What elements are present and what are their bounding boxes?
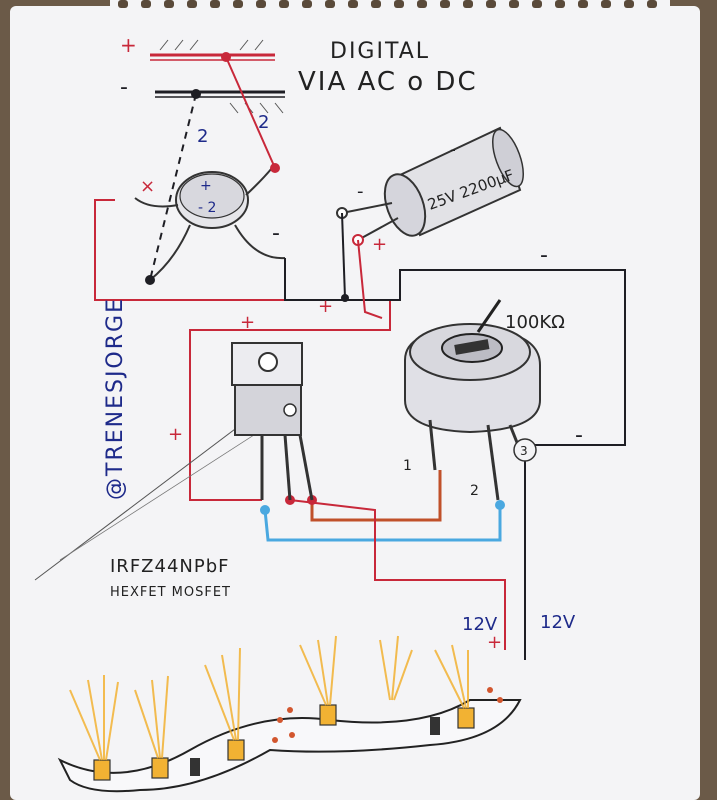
wire-plus-label: + [240,312,255,333]
author-handle: @TRENESJORGE [103,297,128,500]
title-digital: DIGITAL [330,39,430,64]
mosfet-to220-icon [231,342,314,501]
svg-text:- 2: - 2 [198,200,216,216]
binding-holes [118,0,657,8]
junction-dot [495,500,505,510]
pot-pin-1: 1 [403,458,412,474]
binding-hole [532,0,542,8]
binding-hole [417,0,427,8]
junction-dot [341,294,349,302]
binding-hole [555,0,565,8]
right-minus-label: - [575,423,583,448]
mid-plus-label: + [318,296,333,317]
mosfet-type: HEXFET MOSFET [110,585,231,600]
potentiometer-icon [404,299,541,501]
junction-dot [260,505,270,515]
binding-hole [164,0,174,8]
binding-hole [394,0,404,8]
voltage-plus-label: + [487,632,502,653]
binding-hole [440,0,450,8]
bridge-pin-label-right: 2 [258,112,269,133]
rail-minus-label: - [120,75,128,100]
binding-hole [118,0,128,8]
bridge-rectifier-icon: + - 2 [134,56,286,285]
cap-minus-label: - [357,181,364,202]
binding-hole [302,0,312,8]
voltage-label-left: 12V [462,614,498,635]
binding-hole [279,0,289,8]
left-plus-label: + [168,424,183,445]
pot-value: 100KΩ [505,312,565,333]
binding-hole [578,0,588,8]
pot-pin-3: 3 [520,444,528,458]
binding-hole [348,0,358,8]
binding-hole [371,0,381,8]
binding-hole [256,0,266,8]
binding-hole [463,0,473,8]
top-minus-label: - [540,243,548,268]
title-via-ac-dc: VIA AC o DC [298,67,478,97]
binding-hole [601,0,611,8]
binding-hole [210,0,220,8]
power-rails [150,39,285,114]
binding-hole [624,0,634,8]
bridge-pin-label-left: 2 [197,126,208,147]
binding-hole [486,0,496,8]
gnd-minus-label: - [272,221,280,246]
binding-hole [141,0,151,8]
pot-pin-2: 2 [470,483,479,499]
svg-text:-: - [450,140,456,159]
led-strip-icon [57,635,522,793]
rail-plus-label: + [120,33,137,57]
mosfet-part-number: IRFZ44NPbF [110,556,230,577]
electrolytic-capacitor-icon: - [336,126,524,246]
binding-hole [187,0,197,8]
binding-hole [509,0,519,8]
cap-plus-label: + [372,234,387,255]
voltage-label-right: 12V [540,612,576,633]
binding-hole [647,0,657,8]
binding-hole [233,0,243,8]
svg-text:+: + [200,178,212,194]
binding-hole [325,0,335,8]
bridge-x-label: × [140,176,155,197]
spiral-binding [110,0,670,12]
